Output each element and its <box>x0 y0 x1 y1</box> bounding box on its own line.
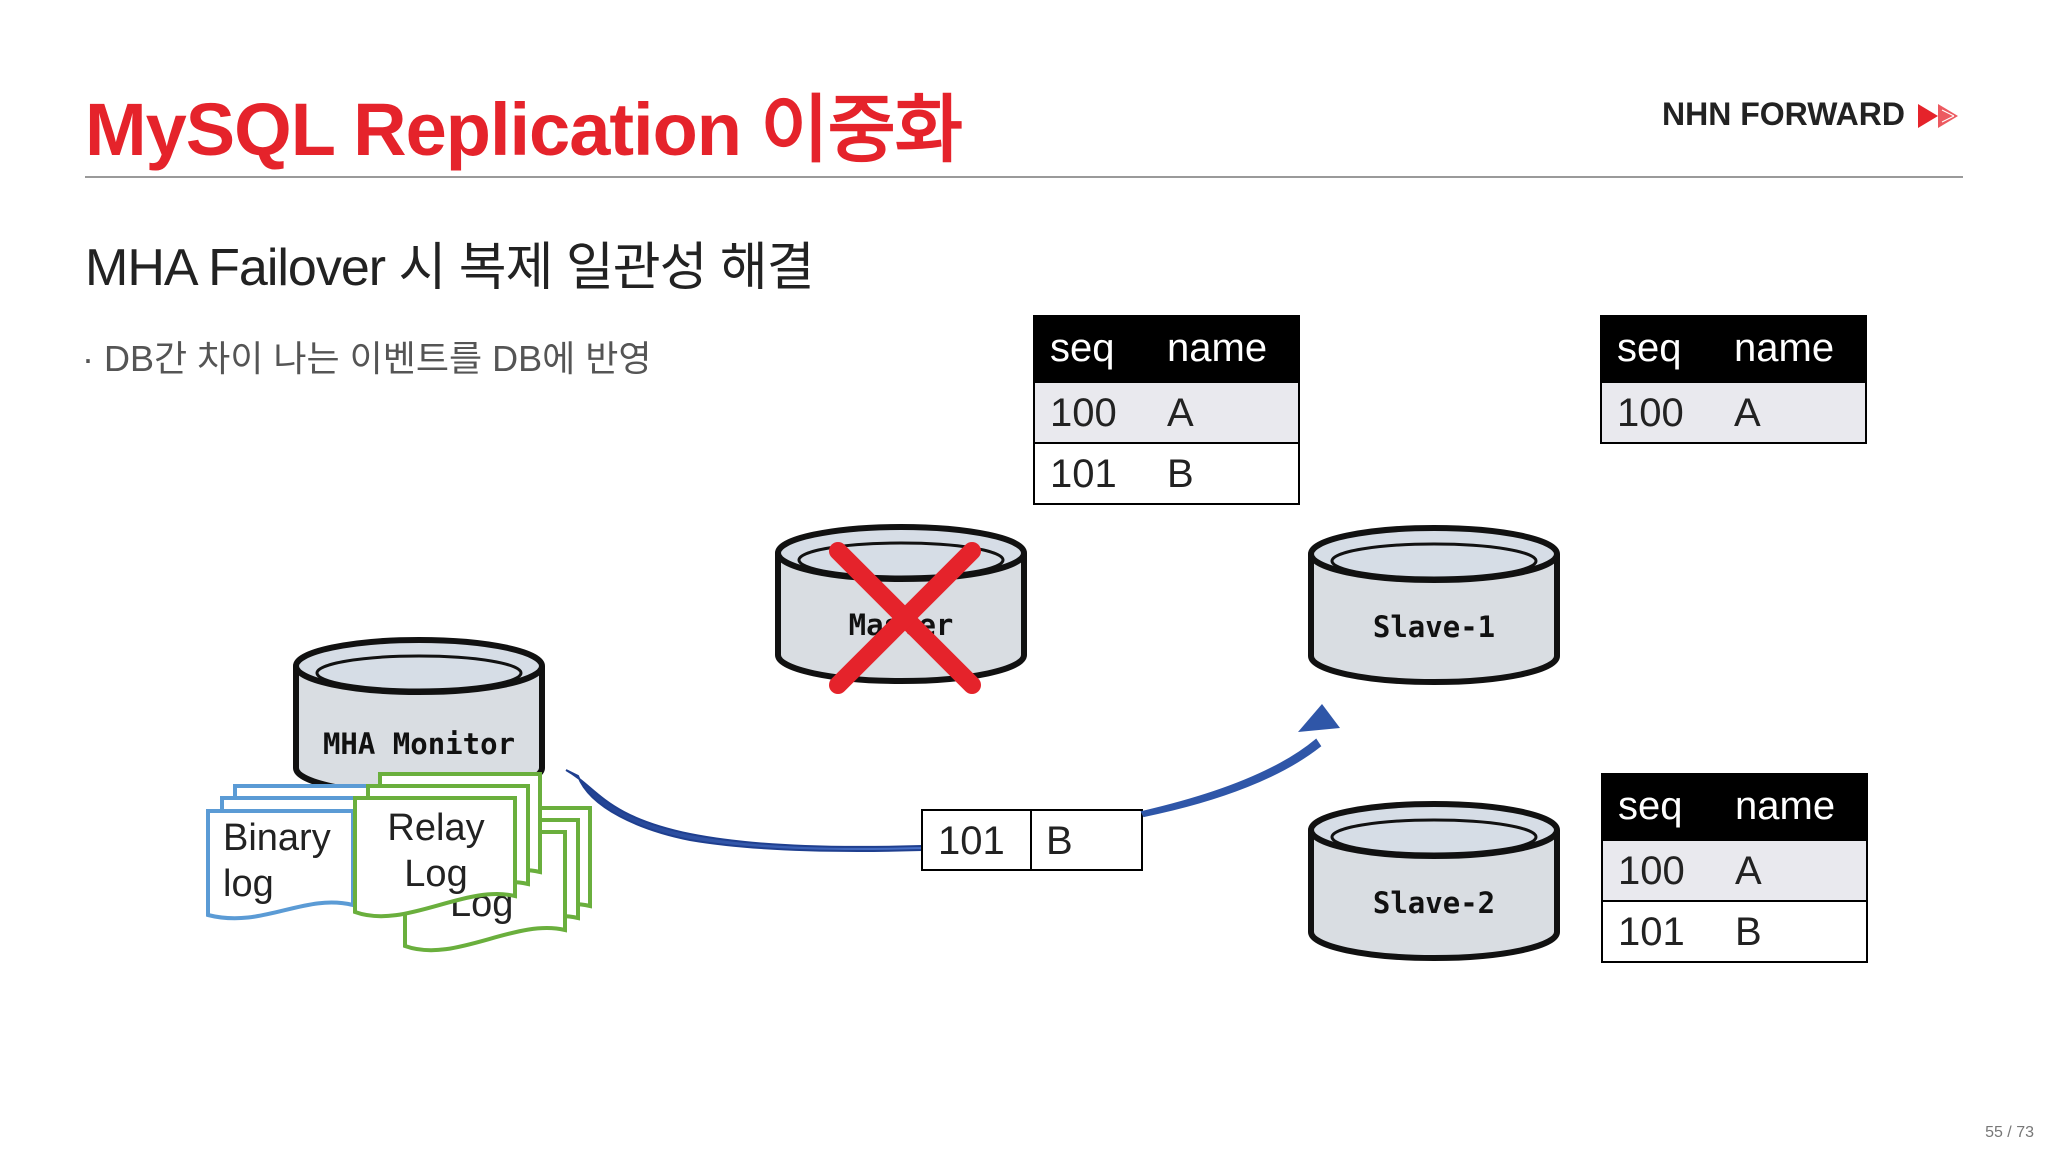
table-header-name: name <box>1167 326 1267 370</box>
relay-log-label: Relay <box>387 807 484 849</box>
slave1-table: seq name 100 A <box>1600 315 1867 444</box>
table-cell: 101 <box>1618 910 1685 954</box>
event-seq: 101 <box>938 819 1005 863</box>
relay-log-document: Log Relay Log <box>353 772 592 953</box>
failed-x-icon <box>829 542 981 694</box>
table-cell: A <box>1167 391 1194 435</box>
db-label: MHA Monitor <box>323 727 515 761</box>
event-box: 101 B <box>921 809 1143 871</box>
slave2-database: Slave-2 <box>1308 801 1560 961</box>
table-cell: A <box>1735 849 1762 893</box>
slave2-table: seq name 100 A 101 B <box>1601 773 1868 963</box>
bullet-text: DB간 차이 나는 이벤트를 DB에 반영 <box>104 338 652 379</box>
binary-log-document: Binary log <box>206 784 382 921</box>
table-cell: 100 <box>1618 849 1685 893</box>
binary-log-label: log <box>223 863 274 905</box>
bullet-marker: · <box>82 338 94 379</box>
table-cell: 100 <box>1050 391 1117 435</box>
master-table: seq name 100 A 101 B <box>1033 315 1300 505</box>
table-header-seq: seq <box>1618 784 1683 828</box>
table-cell: B <box>1167 452 1194 496</box>
forward-arrows-icon <box>1918 104 1958 128</box>
table-header-seq: seq <box>1617 326 1682 370</box>
slide-title: MySQL Replication 이중화 <box>85 88 963 171</box>
event-name: B <box>1046 819 1073 863</box>
db-label: Slave-1 <box>1373 610 1495 644</box>
transfer-arrow-tail <box>565 769 923 852</box>
binary-log-label: Binary <box>223 817 331 859</box>
table-cell: 101 <box>1050 452 1117 496</box>
apply-arrow <box>1140 704 1340 818</box>
mha-monitor-database: MHA Monitor <box>293 637 545 797</box>
table-cell: A <box>1734 391 1761 435</box>
table-header-seq: seq <box>1050 326 1115 370</box>
table-header-name: name <box>1735 784 1835 828</box>
title-divider <box>85 176 1963 178</box>
db-label: Slave-2 <box>1373 886 1495 920</box>
page-number: 55 / 73 <box>1985 1124 2034 1141</box>
slide-subtitle: MHA Failover 시 복제 일관성 해결 <box>85 239 815 297</box>
bullet-item: ·DB간 차이 나는 이벤트를 DB에 반영 <box>82 330 651 382</box>
table-header-name: name <box>1734 326 1834 370</box>
brand-logo: NHN FORWARD <box>1662 96 1905 132</box>
slave1-database: Slave-1 <box>1308 525 1560 685</box>
relay-log-label: Log <box>404 853 467 895</box>
table-cell: 100 <box>1617 391 1684 435</box>
table-cell: B <box>1735 910 1762 954</box>
